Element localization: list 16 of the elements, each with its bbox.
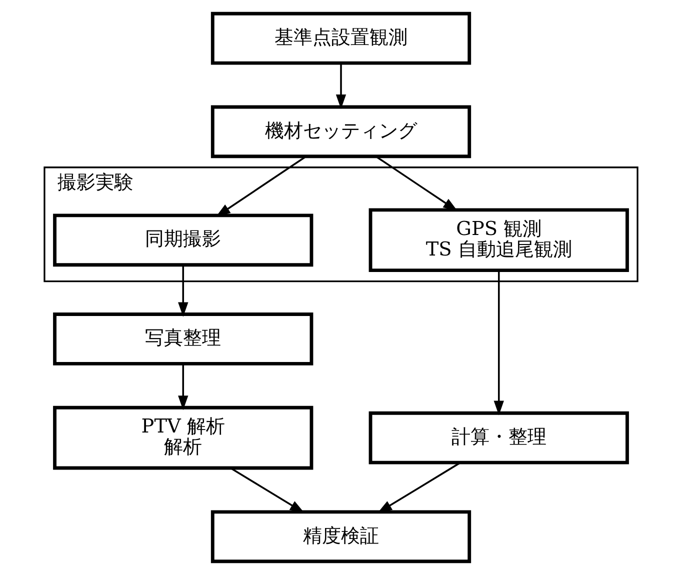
- arrow: [178, 265, 188, 317]
- node-box: 写真整理: [52, 312, 313, 366]
- arrow: [215, 156, 306, 217]
- arrow: [230, 467, 304, 514]
- node-box: 基準点設置観測: [210, 12, 471, 65]
- arrow: [375, 156, 458, 212]
- node-box: 機材セッティング: [210, 105, 471, 158]
- node-box: 精度検証: [210, 510, 471, 564]
- arrow: [493, 270, 504, 416]
- node-box: PTV 解析 解析: [52, 406, 313, 470]
- node-box: 同期撮影: [52, 214, 313, 267]
- node-box: GPS 観測 TS 自動追尾観測: [368, 208, 628, 272]
- arrow: [376, 462, 460, 514]
- node-box: 計算・整理: [368, 411, 628, 464]
- arrow: [178, 364, 188, 410]
- arrow: [335, 64, 346, 110]
